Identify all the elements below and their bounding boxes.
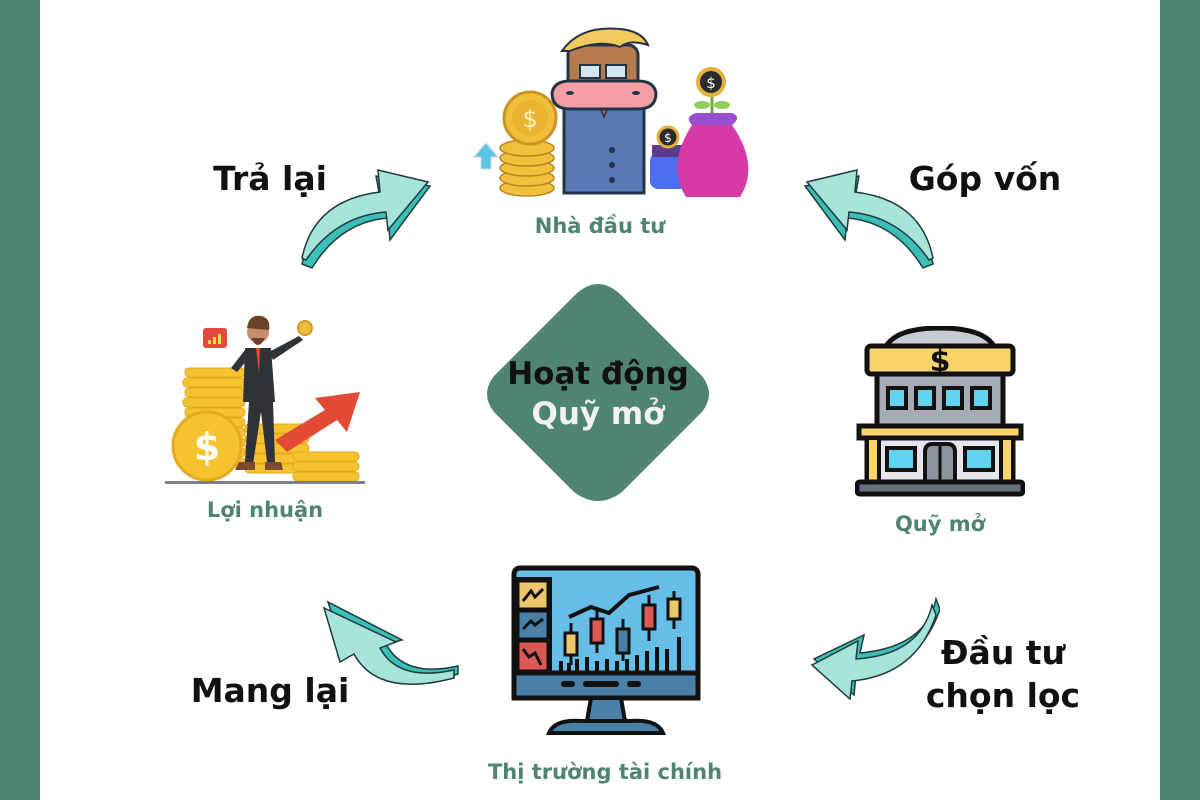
node-label-fund: Quỹ mở [894, 512, 986, 536]
svg-text:$: $ [194, 425, 220, 469]
node-label-profit: Lợi nhuận [206, 498, 324, 522]
arrow-bring [318, 598, 460, 698]
stock-monitor-icon [511, 565, 701, 735]
flow-label-bring: Mang lại [190, 671, 350, 710]
bank-building-icon: $ [854, 325, 1026, 497]
profit-illustration: $ [165, 312, 365, 487]
svg-text:$: $ [664, 131, 672, 145]
arrow-invest [808, 595, 941, 701]
flow-label-invest-line1: Đầu tư [940, 633, 1066, 672]
svg-text:$: $ [522, 105, 537, 133]
investor-illustration: $ $ $ [470, 25, 755, 205]
curved-arrow-down-left-icon [810, 596, 941, 701]
arrow-contribute [800, 160, 935, 270]
diamond-shape-icon [487, 284, 709, 501]
center-diamond: Hoạt động Quỹ mở [480, 278, 716, 510]
node-label-market: Thị trường tài chính [487, 760, 723, 784]
center-title-line1: Hoạt động [507, 356, 689, 392]
curved-arrow-up-left-icon [322, 600, 459, 685]
flow-label-invest-line2: chọn lọc [925, 675, 1081, 715]
investor-cow-coins-icon: $ $ $ [472, 27, 749, 197]
svg-text:$: $ [930, 344, 951, 379]
curved-arrow-left-icon [803, 169, 934, 269]
curved-arrow-right-icon [301, 169, 432, 269]
right-border-bar [1160, 0, 1200, 800]
flow-label-contribute: Góp vốn [908, 159, 1062, 198]
fund-illustration: $ [854, 325, 1026, 498]
flow-label-return: Trả lại [213, 159, 327, 198]
center-title-line2: Quỹ mở [531, 396, 665, 432]
node-label-investor: Nhà đầu tư [534, 214, 666, 238]
arrow-return [300, 160, 435, 270]
left-border-bar [0, 0, 40, 800]
businessman-coins-icon: $ [165, 315, 365, 484]
flow-label-invest: Đầu tư chọn lọc [918, 632, 1088, 718]
market-illustration [511, 565, 701, 737]
svg-text:$: $ [706, 74, 716, 92]
